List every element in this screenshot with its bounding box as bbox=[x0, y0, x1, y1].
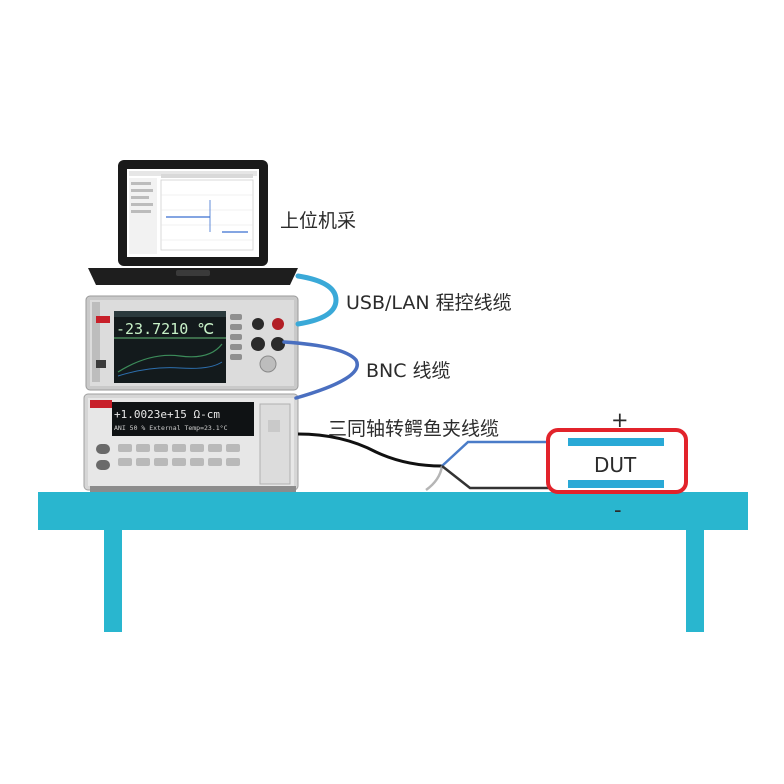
laptop bbox=[88, 160, 298, 285]
label-minus: - bbox=[614, 498, 622, 522]
dut-electrode-top bbox=[568, 438, 664, 446]
dut-electrode-bottom bbox=[568, 480, 664, 488]
bnc-cable bbox=[282, 340, 359, 400]
table-leg-left bbox=[104, 530, 122, 632]
triax-cable-tail bbox=[425, 465, 444, 492]
instrument-top bbox=[85, 295, 299, 391]
label-dut: DUT bbox=[594, 453, 637, 477]
instrument-bottom bbox=[83, 393, 299, 492]
usb-lan-cable bbox=[295, 273, 339, 327]
label-pc: 上位机采 bbox=[280, 210, 357, 232]
electrometer-status: ANI 50 % External Temp=23.1°C bbox=[114, 424, 228, 432]
label-plus: + bbox=[611, 408, 629, 432]
resistivity-reading: +1.0023e+15 Ω-cm bbox=[114, 408, 220, 421]
table-top bbox=[38, 492, 748, 530]
table-leg-right bbox=[686, 530, 704, 632]
lead-negative bbox=[441, 465, 568, 490]
label-triax-cable: 三同轴转鳄鱼夹线缆 bbox=[328, 418, 500, 440]
label-usb-lan-cable: USB/LAN 程控线缆 bbox=[346, 292, 512, 314]
triax-cable bbox=[297, 432, 443, 468]
lead-positive bbox=[441, 440, 568, 467]
temperature-reading: -23.7210 ℃ bbox=[116, 320, 214, 338]
label-bnc-cable: BNC 线缆 bbox=[366, 360, 451, 382]
